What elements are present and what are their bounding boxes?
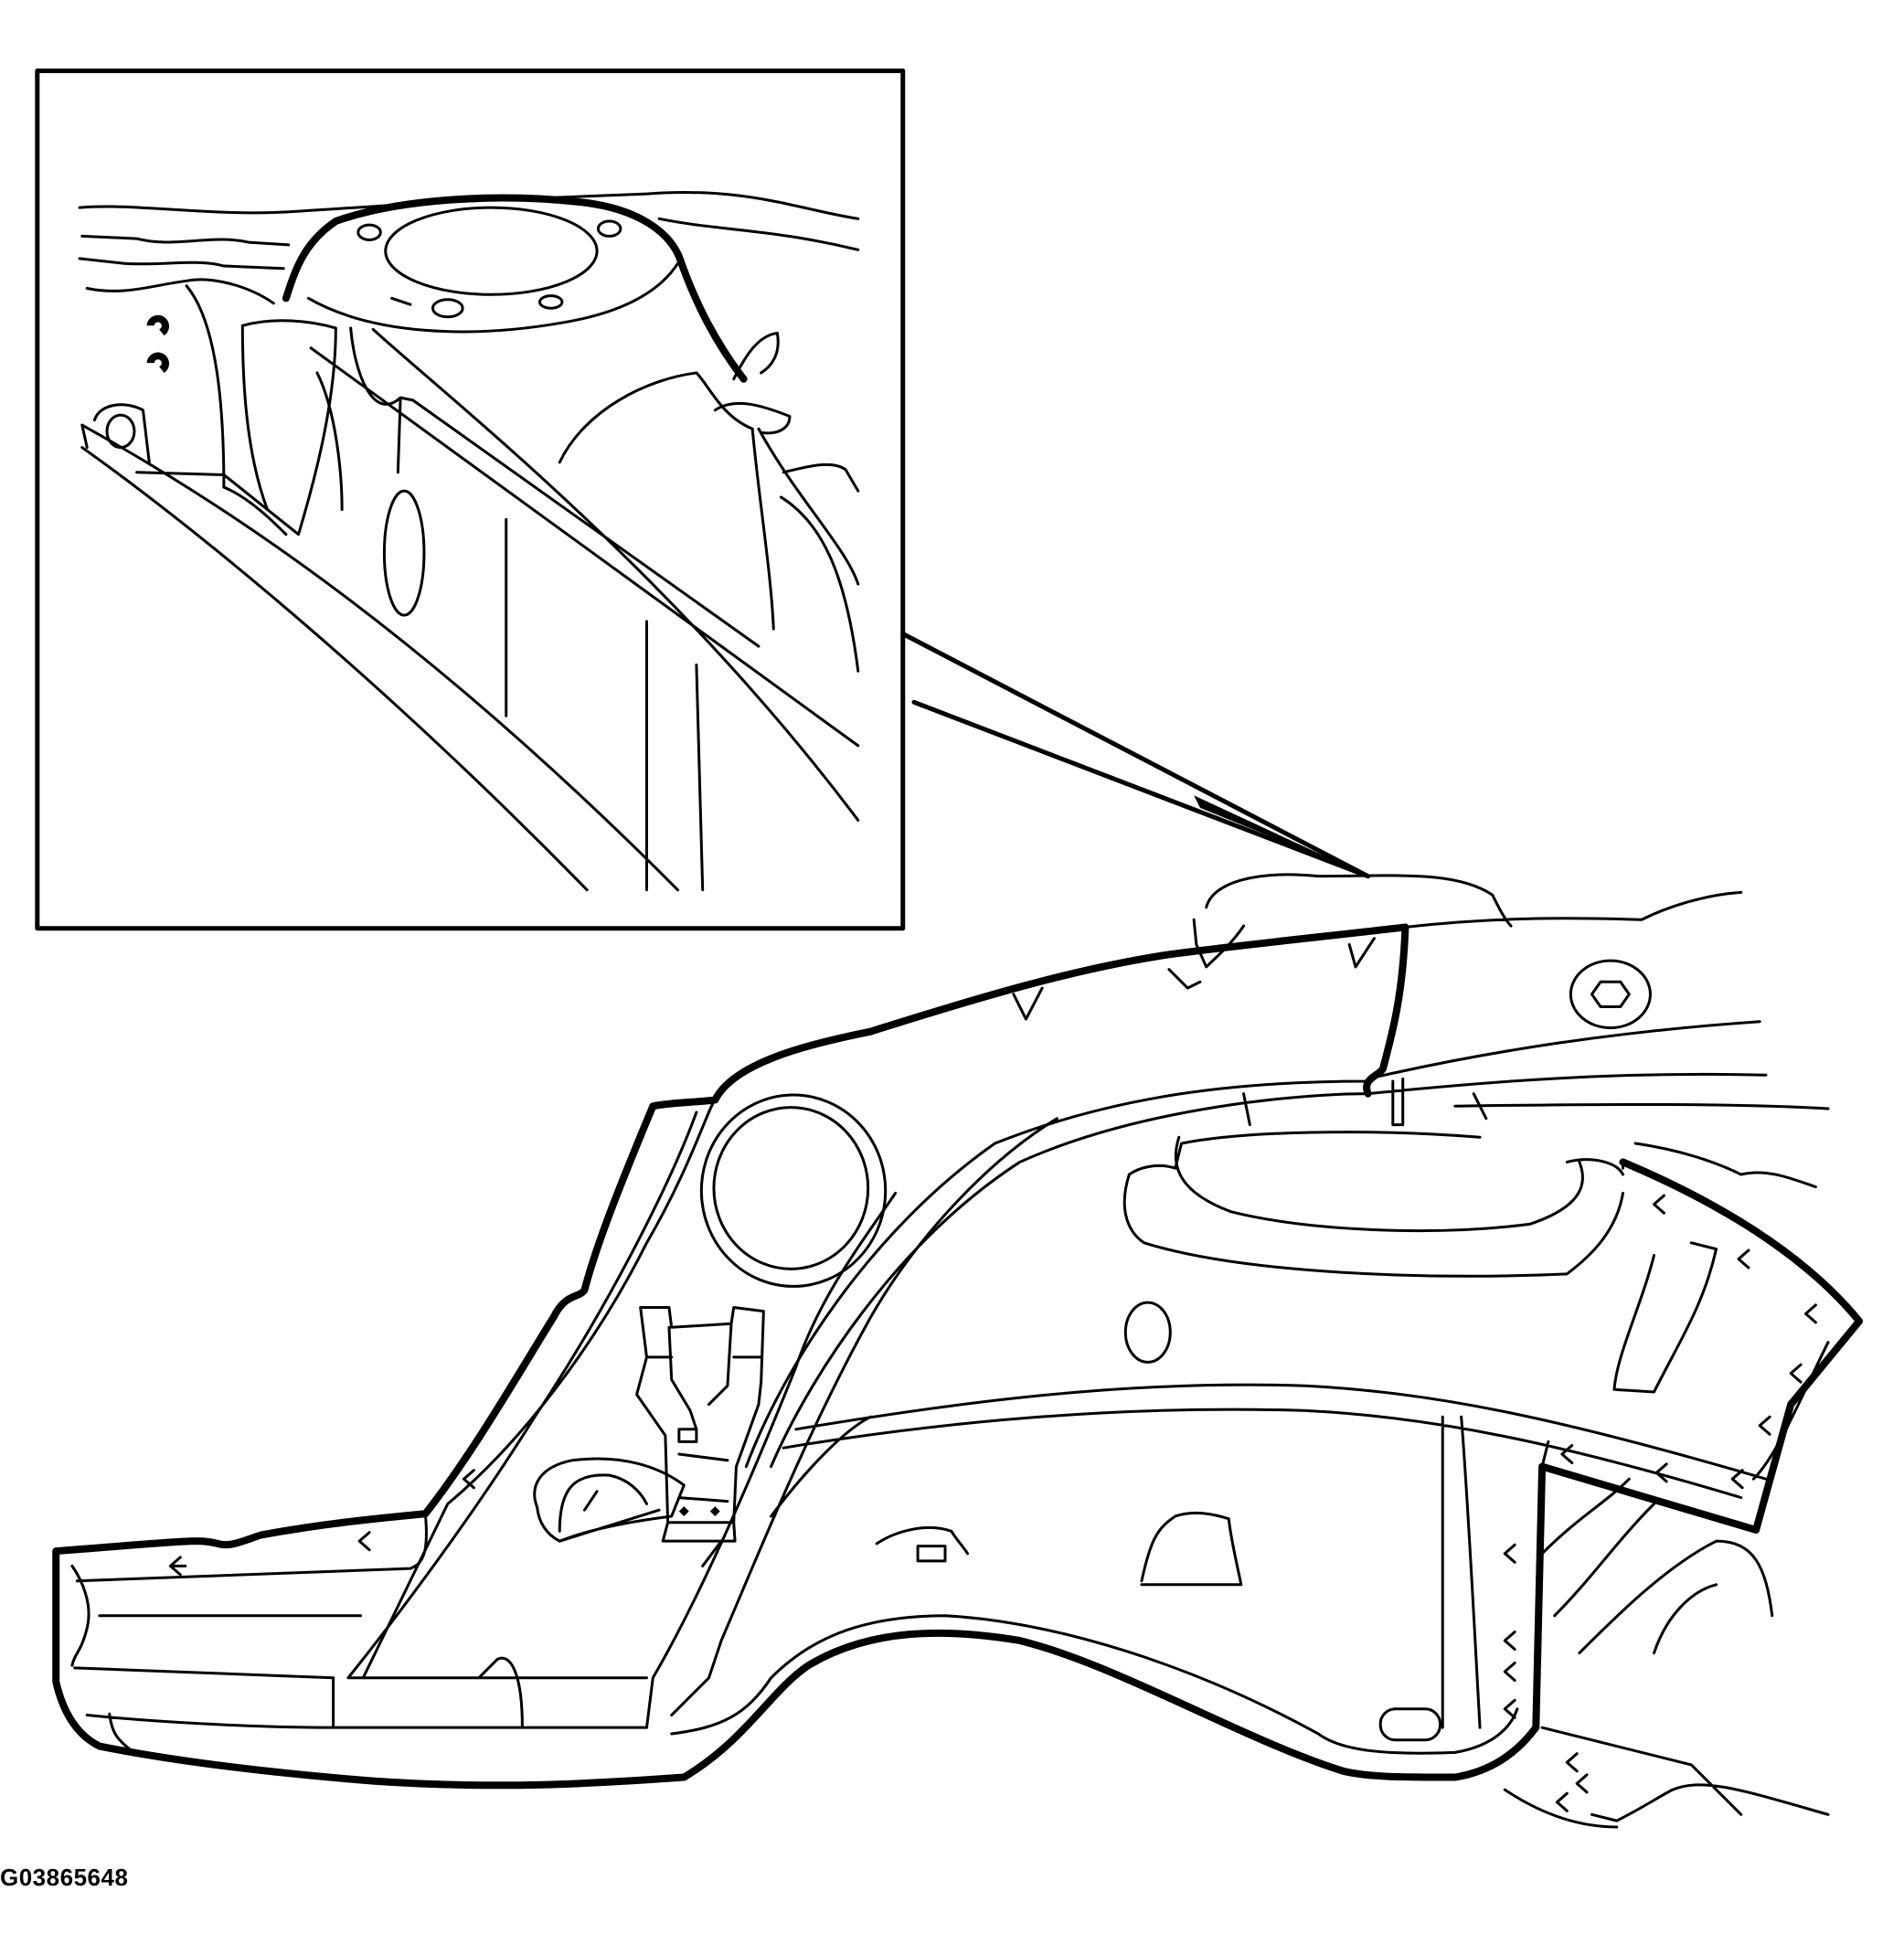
bracket-holes bbox=[678, 1506, 720, 1516]
panel-detail-lines bbox=[72, 875, 1828, 1827]
lower-bump bbox=[1142, 1513, 1241, 1584]
main-quarter-panel bbox=[56, 875, 1859, 1827]
weld-marks bbox=[170, 1195, 1815, 1811]
inset-structure-lines bbox=[82, 286, 858, 890]
inset-weld-marks bbox=[146, 314, 170, 373]
strut-tower-outline bbox=[286, 198, 744, 379]
panel-replacement-outline bbox=[56, 927, 1859, 1785]
large-round-opening-inner bbox=[714, 1108, 868, 1270]
lower-tab bbox=[877, 1527, 967, 1560]
mount-hole-1 bbox=[358, 225, 380, 239]
strut-tower-center-hole bbox=[386, 207, 597, 294]
inset-oval-opening bbox=[384, 491, 424, 615]
slotted-hole bbox=[1380, 1709, 1440, 1740]
inset-stud-bolt bbox=[107, 415, 134, 447]
hex-bolt-head bbox=[1592, 982, 1630, 1006]
mount-hole-4 bbox=[539, 296, 561, 309]
mounting-bracket bbox=[637, 1308, 764, 1542]
mount-hole-3 bbox=[432, 300, 463, 317]
large-round-opening-outer bbox=[701, 1095, 885, 1286]
hex-bolt-boss bbox=[1570, 961, 1650, 1027]
inset-frame bbox=[37, 71, 903, 929]
figure-id-label: G03865648 bbox=[0, 1864, 129, 1891]
mount-hole-2 bbox=[598, 221, 620, 236]
strut-tower-base bbox=[308, 263, 677, 332]
callout-pointer bbox=[903, 634, 1368, 877]
small-oval-hole bbox=[1125, 1302, 1170, 1362]
access-opening bbox=[535, 1459, 685, 1541]
inset-stud-base bbox=[94, 405, 149, 462]
detail-inset bbox=[37, 71, 903, 929]
